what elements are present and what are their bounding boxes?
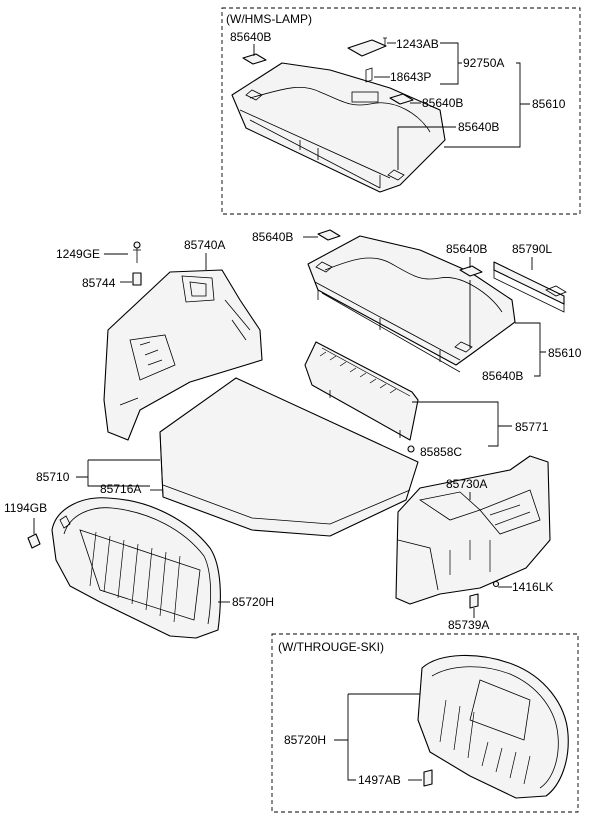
- fastener-1194GB: [27, 533, 41, 549]
- rear-package-tray-mid: [307, 235, 516, 373]
- label-85710: 85710: [36, 470, 70, 484]
- label-85790L: 85790L: [512, 242, 552, 256]
- clip-1497AB: [423, 769, 433, 787]
- through-ski-box-title: (W/THROUGE-SKI): [278, 640, 384, 654]
- rear-package-tray-top: [231, 62, 446, 193]
- trunk-side-trim-left: [103, 269, 263, 441]
- label-1243AB: 1243AB: [396, 37, 439, 51]
- label-85720H: 85720H: [232, 595, 274, 609]
- clip-85739A: [469, 593, 479, 609]
- label-85858C: 85858C: [420, 445, 462, 459]
- label-85716A: 85716A: [100, 482, 141, 496]
- label-85730A: 85730A: [446, 477, 487, 491]
- pad-85640B-mid-right: [459, 265, 483, 277]
- through-ski-variant-box: [271, 633, 579, 813]
- label-85640B-mid-left: 85640B: [252, 230, 293, 244]
- trunk-floor-mat: [159, 377, 419, 537]
- label-85744: 85744: [82, 276, 116, 290]
- label-85740A: 85740A: [184, 238, 225, 252]
- label-85640B-mid-right: 85640B: [446, 242, 487, 256]
- screw-1249GE: [133, 247, 141, 263]
- wheel-house-cover-ski: [417, 654, 569, 799]
- label-85640B-top-left: 85640B: [230, 30, 271, 44]
- pad-85640B-top-left: [242, 53, 267, 65]
- label-85610-top: 85610: [532, 97, 566, 111]
- label-1194GB: 1194GB: [4, 501, 47, 515]
- clip-85858C: [407, 445, 415, 453]
- pad-85640B-mid-left: [317, 229, 341, 241]
- hms-lamp-box-title: (W/HMS-LAMP): [226, 12, 312, 26]
- label-85720H-ski: 85720H: [284, 733, 326, 747]
- label-85771: 85771: [515, 420, 549, 434]
- label-1497AB: 1497AB: [358, 773, 401, 787]
- clip-18643P: [365, 67, 373, 83]
- label-85640B-top-right: 85640B: [458, 120, 499, 134]
- label-1416LK: 1416LK: [512, 580, 553, 594]
- screw-head-1249GE: [133, 241, 141, 249]
- label-85640B-mid-bottom: 85640B: [482, 369, 523, 383]
- screw-1416LK: [492, 580, 500, 588]
- label-18643P: 18643P: [390, 70, 431, 84]
- transverse-trim-85771: [304, 341, 419, 441]
- label-85640B-top-mid: 85640B: [422, 96, 463, 110]
- label-85739A: 85739A: [448, 618, 489, 632]
- label-1249GE: 1249GE: [56, 247, 100, 261]
- pad-85640B-top-mid: [389, 93, 414, 105]
- fastener-85744: [132, 272, 142, 286]
- trunk-side-trim-right: [395, 455, 551, 605]
- label-92750A: 92750A: [463, 56, 504, 70]
- screw-1243AB: [383, 37, 387, 46]
- wheel-house-cover-left: [51, 497, 221, 639]
- hms-lamp-variant-box: [221, 7, 581, 215]
- trim-strip-85790L: [493, 261, 567, 313]
- label-85610-mid: 85610: [548, 346, 582, 360]
- hms-lamp-cover: [347, 39, 387, 57]
